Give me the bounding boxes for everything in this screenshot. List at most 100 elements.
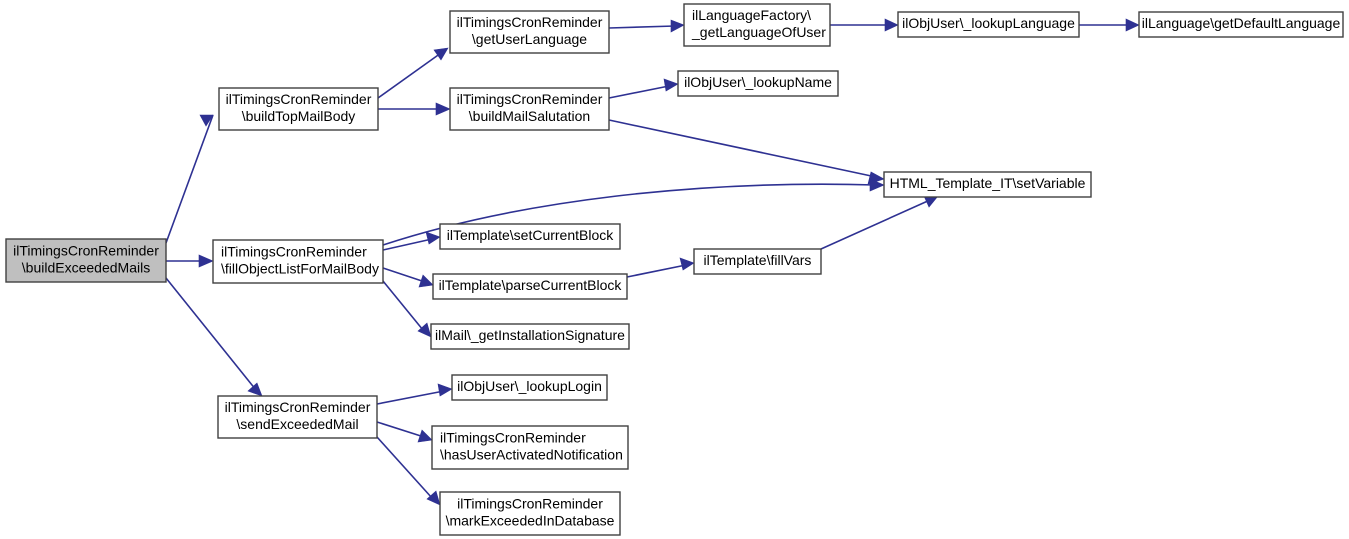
arrow-head-icon: [433, 47, 449, 61]
arrow-head-icon: [417, 429, 433, 443]
edge-buildMailSalutation-to-lookupName: [608, 78, 679, 99]
node-label-getInstallationSignature: ilMail\_getInstallationSignature: [435, 327, 625, 343]
node-getUserLanguage[interactable]: ilTimingsCronReminder\getUserLanguage: [449, 10, 610, 54]
node-parseCurrentBlock[interactable]: ilTemplate\parseCurrentBlock: [432, 273, 628, 300]
edge-sendExceededMail-to-lookupLogin: [376, 383, 453, 405]
edge-sendExceededMail-to-markExceededInDatabase: [376, 436, 441, 506]
edge-buildMailSalutation-to-setVariable: [608, 119, 885, 185]
node-box-getUserLanguage[interactable]: [449, 10, 610, 54]
node-label-parseCurrentBlock: ilTemplate\parseCurrentBlock: [439, 277, 623, 293]
node-box-getInstallationSignature[interactable]: [430, 323, 630, 350]
node-label-lookupLanguage: ilObjUser\_lookupLanguage: [902, 15, 1075, 31]
node-box-lookupLanguage[interactable]: [897, 11, 1080, 38]
node-label-hasUserActivatedNotification: \hasUserActivatedNotification: [440, 447, 623, 463]
edge-fillObjectListForMailBody-to-parseCurrentBlock: [382, 267, 434, 288]
node-getLanguageOfUser[interactable]: ilLanguageFactory\_getLanguageOfUser: [683, 3, 831, 47]
edge-buildTopMailBody-to-buildMailSalutation: [378, 102, 451, 116]
node-fillObjectListForMailBody[interactable]: ilTimingsCronReminder\fillObjectListForM…: [212, 239, 384, 284]
node-label-buildMailSalutation: ilTimingsCronReminder: [457, 91, 603, 107]
node-label-hasUserActivatedNotification: ilTimingsCronReminder: [440, 430, 586, 446]
edge-getUserLanguage-to-getLanguageOfUser: [608, 19, 685, 33]
edge-fillObjectListForMailBody-to-getInstallationSignature: [382, 280, 432, 338]
edge-lookupLanguage-to-getDefaultLanguage: [1079, 18, 1140, 32]
arrow-head-icon: [663, 78, 679, 92]
node-box-lookupLogin[interactable]: [451, 374, 608, 401]
node-box-sendExceededMail[interactable]: [217, 395, 378, 439]
node-box-markExceededInDatabase[interactable]: [439, 491, 621, 536]
node-label-buildMailSalutation: \buildMailSalutation: [469, 108, 590, 124]
node-box-setCurrentBlock[interactable]: [439, 223, 621, 250]
node-setVariable[interactable]: HTML_Template_IT\setVariable: [883, 171, 1092, 198]
node-label-fillObjectListForMailBody: \fillObjectListForMailBody: [221, 261, 379, 277]
node-box-buildMailSalutation[interactable]: [449, 87, 610, 131]
node-label-fillVars: ilTemplate\fillVars: [704, 252, 812, 268]
edge-buildExceededMails-to-buildTopMailBody: [165, 114, 214, 244]
arrow-head-icon: [869, 178, 885, 192]
arrow-head-icon: [679, 257, 695, 271]
node-box-buildTopMailBody[interactable]: [218, 87, 379, 131]
edge-parseCurrentBlock-to-fillVars: [626, 257, 695, 278]
edge-buildTopMailBody-to-getUserLanguage: [377, 47, 449, 99]
node-buildTopMailBody[interactable]: ilTimingsCronReminder\buildTopMailBody: [218, 87, 379, 131]
node-box-setVariable[interactable]: [883, 171, 1092, 198]
node-label-lookupLogin: ilObjUser\_lookupLogin: [457, 378, 602, 394]
node-label-buildExceededMails: \buildExceededMails: [22, 260, 150, 276]
arrow-head-icon: [435, 102, 451, 116]
node-setCurrentBlock[interactable]: ilTemplate\setCurrentBlock: [439, 223, 621, 250]
arrow-head-icon: [884, 18, 899, 32]
node-label-fillObjectListForMailBody: ilTimingsCronReminder: [221, 244, 367, 260]
node-label-getLanguageOfUser: ilLanguageFactory\: [692, 7, 811, 23]
node-buildMailSalutation[interactable]: ilTimingsCronReminder\buildMailSalutatio…: [449, 87, 610, 131]
node-hasUserActivatedNotification[interactable]: ilTimingsCronReminder\hasUserActivatedNo…: [431, 425, 629, 470]
node-getInstallationSignature[interactable]: ilMail\_getInstallationSignature: [430, 323, 630, 350]
edge-fillObjectListForMailBody-to-setCurrentBlock: [382, 231, 441, 251]
node-label-getUserLanguage: \getUserLanguage: [472, 31, 587, 47]
node-sendExceededMail[interactable]: ilTimingsCronReminder\sendExceededMail: [217, 395, 378, 439]
edges-layer: [165, 18, 1140, 506]
node-label-buildTopMailBody: \buildTopMailBody: [242, 108, 356, 124]
node-label-sendExceededMail: \sendExceededMail: [236, 416, 358, 432]
arrow-head-icon: [426, 490, 441, 506]
node-box-hasUserActivatedNotification[interactable]: [431, 425, 629, 470]
node-box-getLanguageOfUser[interactable]: [683, 3, 831, 47]
node-buildExceededMails[interactable]: ilTimingsCronReminder\buildExceededMails: [5, 238, 167, 283]
nodes-layer: ilTimingsCronReminder\buildExceededMails…: [5, 3, 1344, 536]
node-getDefaultLanguage[interactable]: ilLanguage\getDefaultLanguage: [1138, 11, 1344, 38]
node-label-lookupName: ilObjUser\_lookupName: [684, 74, 832, 90]
arrow-head-icon: [198, 254, 214, 268]
node-box-fillVars[interactable]: [693, 248, 822, 275]
node-lookupName[interactable]: ilObjUser\_lookupName: [677, 70, 839, 97]
node-markExceededInDatabase[interactable]: ilTimingsCronReminder\markExceededInData…: [439, 491, 621, 536]
node-box-lookupName[interactable]: [677, 70, 839, 97]
edge-fillVars-to-setVariable: [820, 195, 939, 250]
node-label-getLanguageOfUser: _getLanguageOfUser: [691, 24, 826, 40]
node-box-buildExceededMails[interactable]: [5, 238, 167, 283]
node-label-getUserLanguage: ilTimingsCronReminder: [457, 14, 603, 30]
node-box-parseCurrentBlock[interactable]: [432, 273, 628, 300]
edge-buildExceededMails-to-sendExceededMail: [165, 277, 263, 397]
edge-getLanguageOfUser-to-lookupLanguage: [830, 18, 899, 32]
node-label-sendExceededMail: ilTimingsCronReminder: [225, 399, 371, 415]
edge-buildExceededMails-to-fillObjectListForMailBody: [166, 254, 214, 268]
node-lookupLanguage[interactable]: ilObjUser\_lookupLanguage: [897, 11, 1080, 38]
node-label-setVariable: HTML_Template_IT\setVariable: [890, 175, 1086, 191]
node-label-markExceededInDatabase: \markExceededInDatabase: [446, 513, 615, 529]
arrow-head-icon: [425, 231, 441, 245]
node-label-setCurrentBlock: ilTemplate\setCurrentBlock: [447, 227, 615, 243]
arrow-head-icon: [1125, 18, 1140, 32]
arrow-head-icon: [199, 114, 214, 127]
arrow-head-icon: [437, 383, 453, 397]
node-label-buildTopMailBody: ilTimingsCronReminder: [226, 91, 372, 107]
arrow-head-icon: [417, 322, 432, 338]
arrow-head-icon: [247, 382, 263, 397]
node-label-buildExceededMails: ilTimingsCronReminder: [13, 243, 159, 259]
edge-sendExceededMail-to-hasUserActivatedNotification: [376, 421, 433, 443]
node-lookupLogin[interactable]: ilObjUser\_lookupLogin: [451, 374, 608, 401]
node-box-getDefaultLanguage[interactable]: [1138, 11, 1344, 38]
arrow-head-icon: [670, 19, 685, 33]
node-box-fillObjectListForMailBody[interactable]: [212, 239, 384, 284]
node-fillVars[interactable]: ilTemplate\fillVars: [693, 248, 822, 275]
node-label-markExceededInDatabase: ilTimingsCronReminder: [457, 496, 603, 512]
